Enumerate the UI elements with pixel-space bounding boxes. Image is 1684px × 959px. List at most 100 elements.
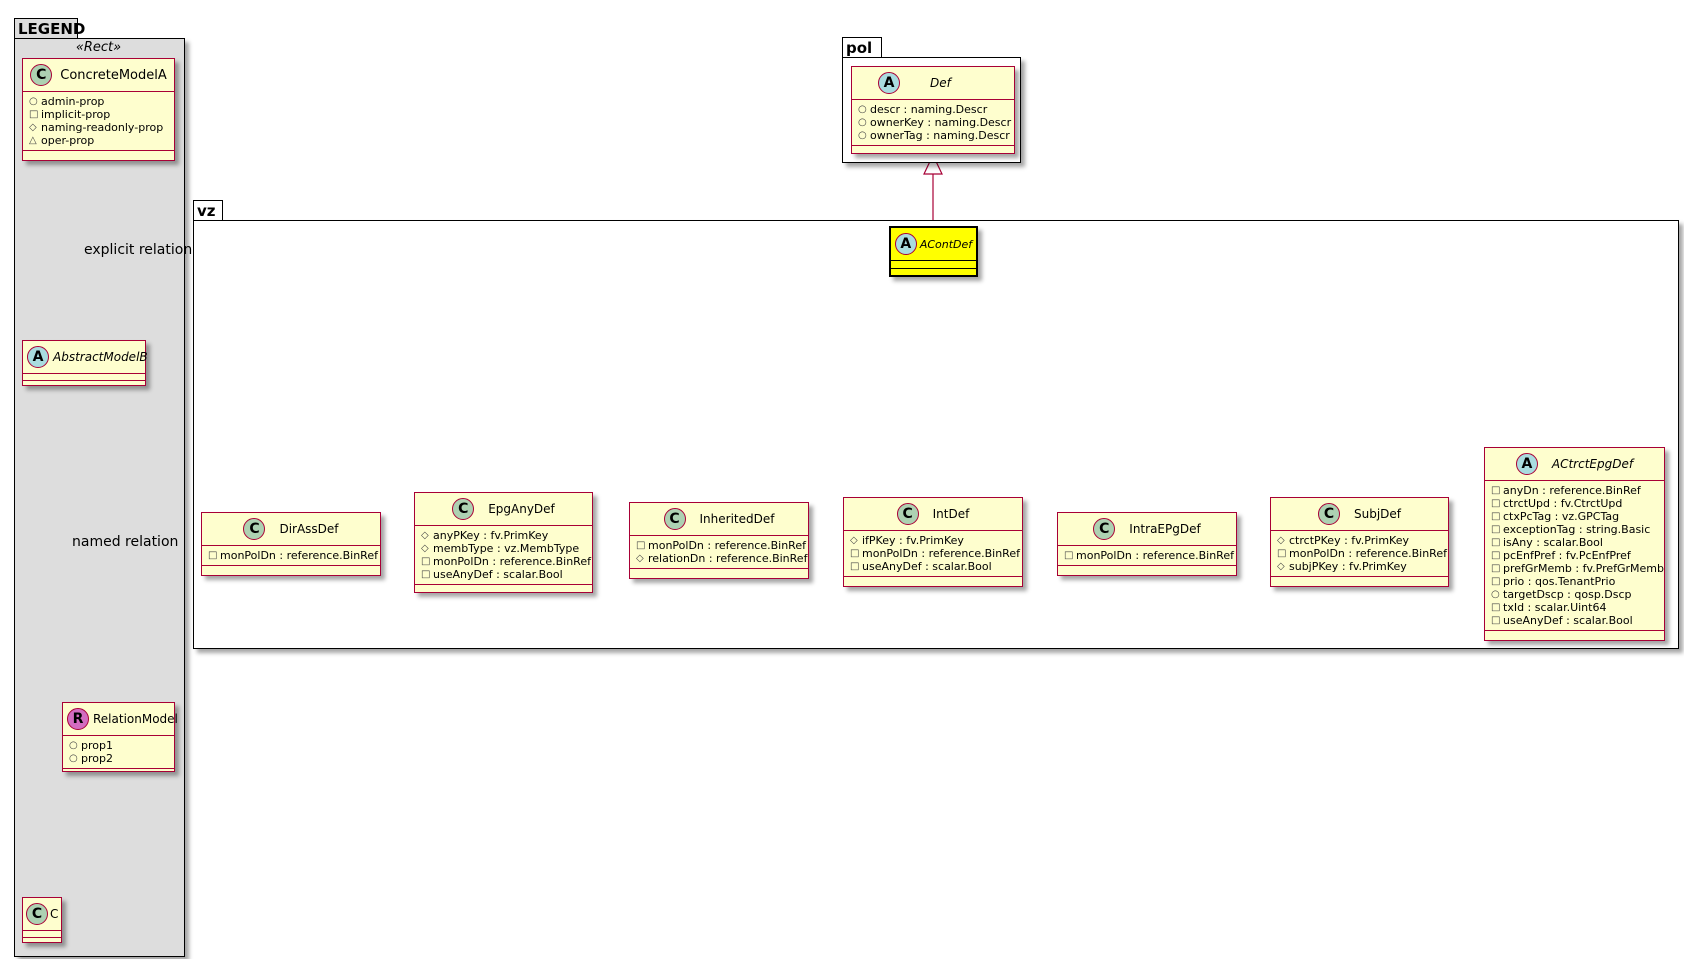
class-actrctepgdef[interactable]: A ACtrctEpgDef □anyDn : reference.BinRef… xyxy=(1484,447,1665,641)
class-concretemodela[interactable]: «Rect» C ConcreteModelA ○admin-prop □imp… xyxy=(22,40,175,161)
class-acontdef[interactable]: A AContDef xyxy=(889,226,978,277)
public-icon: ○ xyxy=(69,740,78,751)
class-name: SubjDef xyxy=(1353,507,1402,521)
abstract-class-icon: A xyxy=(878,72,900,94)
attribute-row: □prio : qos.TenantPrio xyxy=(1491,575,1658,588)
attribute-list: ◇anyPKey : fv.PrimKey ◇membType : vz.Mem… xyxy=(415,526,592,584)
private-icon: □ xyxy=(29,109,39,120)
attribute-row: □txId : scalar.Uint64 xyxy=(1491,601,1658,614)
attribute-row: ○descr : naming.Descr xyxy=(858,103,1008,116)
abstract-class-icon: A xyxy=(1515,453,1538,475)
attribute-text: prefGrMemb : fv.PrefGrMemb xyxy=(1503,562,1664,575)
class-c[interactable]: C C xyxy=(22,897,62,943)
class-name: ACtrctEpgDef xyxy=(1551,457,1634,471)
class-inheriteddef[interactable]: C InheritedDef □monPolDn : reference.Bin… xyxy=(629,502,809,579)
private-icon: □ xyxy=(1491,524,1501,535)
private-icon: □ xyxy=(1491,550,1501,561)
attribute-text: descr : naming.Descr xyxy=(870,103,988,116)
class-name: Def xyxy=(930,76,951,90)
attribute-row: ◇ naming-readonly-prop xyxy=(29,121,168,134)
class-icon: C xyxy=(896,503,919,525)
attribute-text: ownerKey : naming.Descr xyxy=(870,116,1012,129)
protected-icon: ◇ xyxy=(636,553,644,564)
attribute-row: □ctrctUpd : fv.CtrctUpd xyxy=(1491,497,1658,510)
attribute-row: ◇subjPKey : fv.PrimKey xyxy=(1277,560,1442,573)
abstract-class-icon: A xyxy=(894,233,917,255)
package-icon: △ xyxy=(29,135,37,146)
attribute-text: monPolDn : reference.BinRef xyxy=(862,547,1020,560)
attribute-row: ○targetDscp : qosp.Dscp xyxy=(1491,588,1658,601)
attribute-row: △ oper-prop xyxy=(29,134,168,147)
class-icon: C xyxy=(243,518,266,540)
class-abstractmodelb[interactable]: A AbstractModelB xyxy=(22,340,148,386)
vz-title: vz xyxy=(197,202,216,220)
class-intraepgdef[interactable]: C IntraEPgDef □monPolDn : reference.BinR… xyxy=(1057,512,1237,576)
attribute-row: □anyDn : reference.BinRef xyxy=(1491,484,1658,497)
attribute-list: ◇ctrctPKey : fv.PrimKey □monPolDn : refe… xyxy=(1271,531,1448,576)
legend-package-body xyxy=(14,38,185,957)
attribute-text: anyDn : reference.BinRef xyxy=(1503,484,1641,497)
attribute-text: relationDn : reference.BinRef xyxy=(648,552,808,565)
class-dirassdef[interactable]: C DirAssDef □monPolDn : reference.BinRef xyxy=(201,512,381,576)
class-name: RelationModel xyxy=(93,712,178,726)
attribute-text: ctrctUpd : fv.CtrctUpd xyxy=(1503,497,1623,510)
vz-package-tab: vz xyxy=(193,200,223,221)
legend-package-tab: LEGEND xyxy=(14,18,85,39)
abstract-class-icon: A xyxy=(27,346,49,368)
protected-icon: ◇ xyxy=(29,122,37,133)
attribute-row: ○admin-prop xyxy=(29,95,168,108)
attribute-row: ◇ relationDn : reference.BinRef xyxy=(636,552,807,565)
named-relation-label: named relation xyxy=(72,534,179,550)
private-icon: □ xyxy=(1064,550,1074,561)
attribute-row: ◇membType : vz.MembType xyxy=(421,542,586,555)
attribute-text: prio : qos.TenantPrio xyxy=(1503,575,1616,588)
attribute-row: ○prop1 xyxy=(69,739,168,752)
attribute-row: ○ownerTag : naming.Descr xyxy=(858,129,1010,142)
attribute-row: □useAnyDef : scalar.Bool xyxy=(421,568,586,581)
class-name: IntDef xyxy=(932,507,970,521)
attribute-text: monPolDn : reference.BinRef xyxy=(220,549,378,562)
private-icon: □ xyxy=(421,556,431,567)
attribute-row: □exceptionTag : string.Basic xyxy=(1491,523,1658,536)
attribute-text: txId : scalar.Uint64 xyxy=(1503,601,1607,614)
attribute-text: prop1 xyxy=(81,739,113,752)
attribute-text: monPolDn : reference.BinRef xyxy=(1289,547,1447,560)
public-icon: ○ xyxy=(69,753,78,764)
generalization-acontdef-def xyxy=(923,153,943,226)
attribute-list: □monPolDn : reference.BinRef xyxy=(1058,546,1236,565)
attribute-row: ◇ctrctPKey : fv.PrimKey xyxy=(1277,534,1442,547)
attribute-text: oper-prop xyxy=(41,134,95,147)
pol-title: pol xyxy=(846,39,873,57)
attribute-text: naming-readonly-prop xyxy=(41,121,164,134)
attribute-text: pcEnfPref : fv.PcEnfPref xyxy=(1503,549,1631,562)
attribute-row: □ctxPcTag : vz.GPCTag xyxy=(1491,510,1658,523)
attribute-row: □prefGrMemb : fv.PrefGrMemb xyxy=(1491,562,1664,575)
class-epganydef[interactable]: C EpgAnyDef ◇anyPKey : fv.PrimKey ◇membT… xyxy=(414,492,593,593)
attribute-text: subjPKey : fv.PrimKey xyxy=(1289,560,1407,573)
class-subjdef[interactable]: C SubjDef ◇ctrctPKey : fv.PrimKey □monPo… xyxy=(1270,497,1449,587)
private-icon: □ xyxy=(636,540,646,551)
pol-package-tab: pol xyxy=(842,37,882,58)
attribute-text: useAnyDef : scalar.Bool xyxy=(862,560,992,573)
class-name: IntraEPgDef xyxy=(1129,522,1201,536)
class-intdef[interactable]: C IntDef ◇ifPKey : fv.PrimKey □monPolDn … xyxy=(843,497,1023,587)
attribute-row: ○ownerKey : naming.Descr xyxy=(858,116,1012,129)
attribute-row: □useAnyDef : scalar.Bool xyxy=(850,560,1016,573)
attribute-row: □monPolDn : reference.BinRef xyxy=(1064,549,1234,562)
attribute-row: □monPolDn : reference.BinRef xyxy=(1277,547,1447,560)
attribute-text: ctrctPKey : fv.PrimKey xyxy=(1289,534,1409,547)
attribute-text: anyPKey : fv.PrimKey xyxy=(433,529,549,542)
class-relationmodel[interactable]: R RelationModel ○prop1 ○prop2 xyxy=(62,702,178,772)
public-icon: ○ xyxy=(858,130,867,141)
attribute-row: □implicit-prop xyxy=(29,108,168,121)
attribute-row: □monPolDn : reference.BinRef xyxy=(636,539,806,552)
attribute-row: □useAnyDef : scalar.Bool xyxy=(1491,614,1658,627)
attribute-list: ◇ifPKey : fv.PrimKey □monPolDn : referen… xyxy=(844,531,1022,576)
class-stereotype: «Rect» xyxy=(75,40,122,55)
class-icon: C xyxy=(663,508,686,530)
class-def[interactable]: A Def ○descr : naming.Descr ○ownerKey : … xyxy=(851,66,1015,154)
private-icon: □ xyxy=(850,561,860,572)
private-icon: □ xyxy=(1491,602,1501,613)
attribute-list: □monPolDn : reference.BinRef xyxy=(202,546,380,565)
relation-class-icon: R xyxy=(67,708,89,730)
